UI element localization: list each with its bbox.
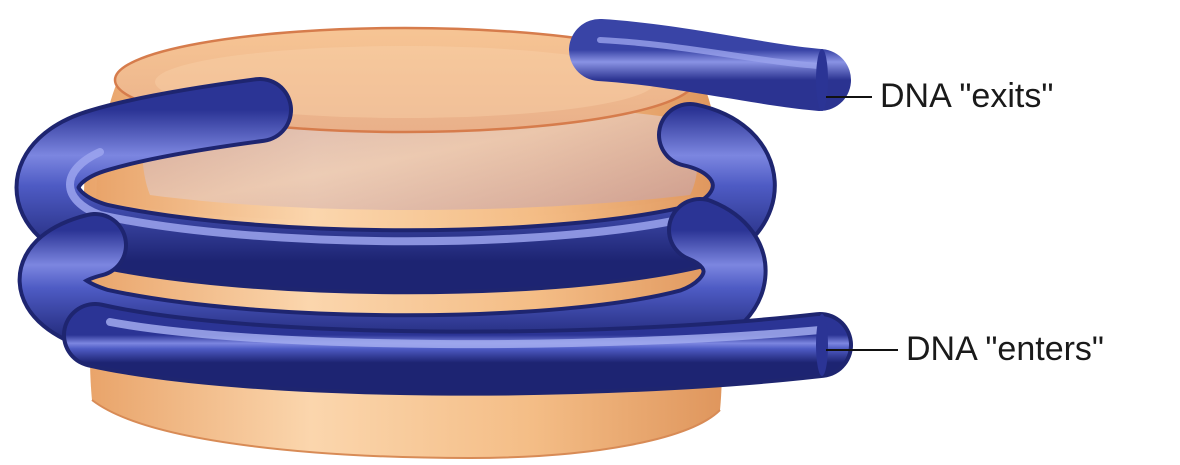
dna-enter-end (816, 314, 828, 376)
dna-exit-end (816, 49, 828, 111)
dna-exits-label: DNA "exits" (880, 79, 1053, 113)
dna-enters-label: DNA "enters" (906, 332, 1104, 366)
